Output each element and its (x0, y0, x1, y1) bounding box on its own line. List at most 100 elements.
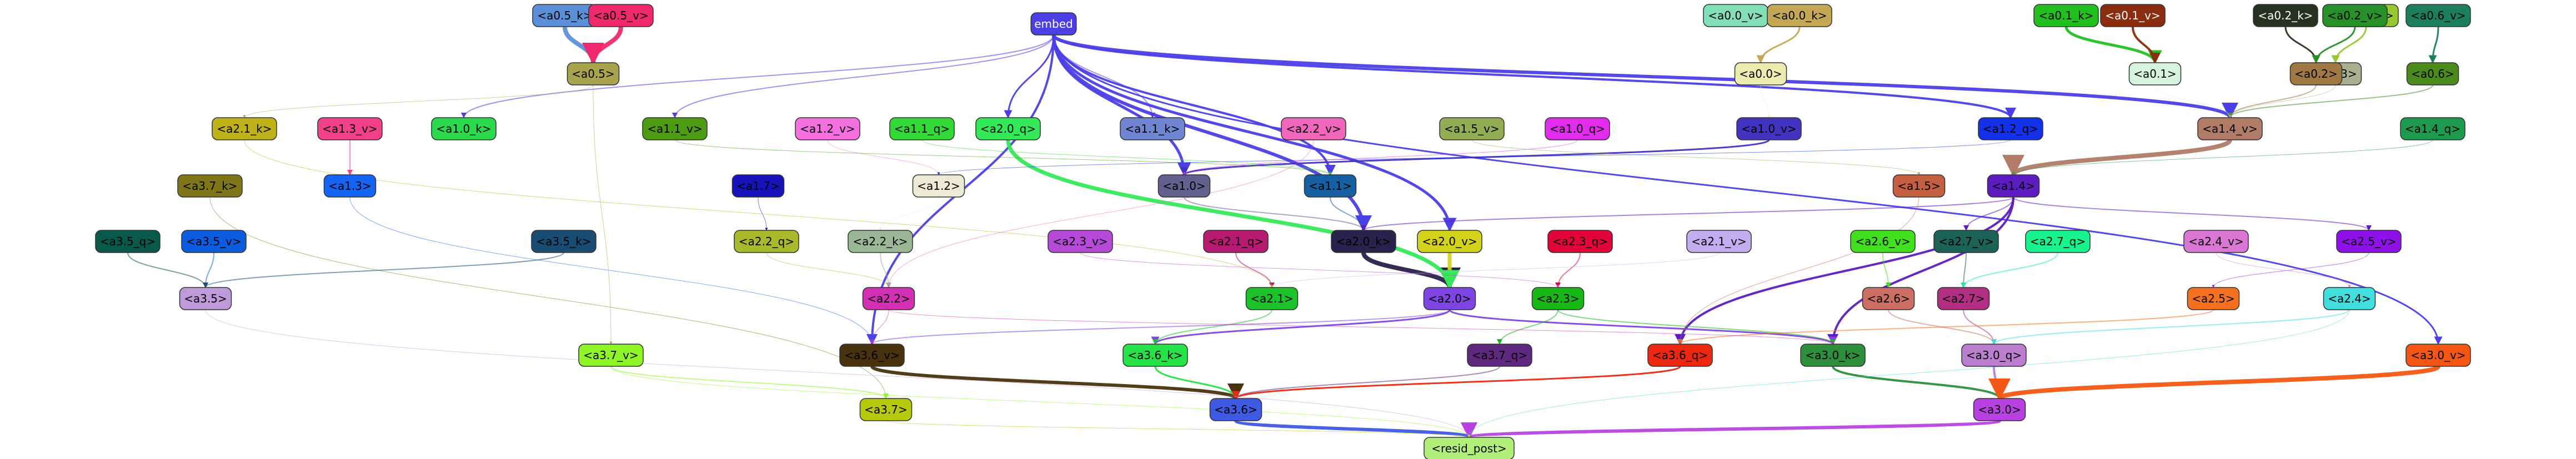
node-label: <a0.0_v> (1708, 9, 1763, 22)
node-a2-4[interactable]: <a2.4> (2323, 287, 2376, 310)
node-a2-6-v[interactable]: <a2.6_v> (1850, 230, 1916, 253)
node-a3-7-v[interactable]: <a3.7_v> (578, 344, 644, 367)
node-a0-2[interactable]: <a0.2> (2289, 62, 2343, 85)
node-a2-1-q[interactable]: <a2.1_q> (1203, 230, 1269, 253)
node-label: <a2.0_k> (1336, 235, 1391, 248)
node-a1-2-q[interactable]: <a1.2_q> (1978, 117, 2043, 140)
node-a0-0[interactable]: <a0.0> (1734, 62, 1787, 85)
node-a2-0-q[interactable]: <a2.0_q> (975, 117, 1041, 140)
node-a1-4-q[interactable]: <a1.4_q> (2400, 117, 2465, 140)
node-box (1767, 4, 1832, 27)
node-a2-1-k[interactable]: <a2.1_k> (212, 117, 277, 140)
edge-embed-to-a2_0_q (1004, 34, 1055, 119)
node-a0-1-k[interactable]: <a0.1_k> (2033, 4, 2099, 27)
edge-a2_6_v-to-a2_6 (1882, 252, 1891, 288)
node-a3-0-k[interactable]: <a3.0_k> (1800, 344, 1866, 367)
node-a2-3-q[interactable]: <a2.3_q> (1547, 230, 1613, 253)
node-a0-5-v[interactable]: <a0.5_v> (588, 4, 654, 27)
node-a1-3[interactable]: <a1.3> (323, 174, 377, 198)
node-label: <a1.3> (328, 179, 372, 193)
node-a3-7[interactable]: <a3.7> (859, 398, 913, 421)
node-a2-2-v[interactable]: <a2.2_v> (1281, 117, 1346, 140)
node-a1-1[interactable]: <a1.1> (1304, 174, 1357, 198)
node-a2-1[interactable]: <a2.1> (1245, 287, 1299, 310)
edge-a0_1_v-to-a0_1 (2132, 26, 2161, 64)
node-a0-0-k[interactable]: <a0.0_k> (1767, 4, 1832, 27)
node-a1-0-v[interactable]: <a1.0_v> (1736, 117, 1802, 140)
node-label: <a1.0_q> (1550, 122, 1605, 135)
node-a1-0-k[interactable]: <a1.0_k> (431, 117, 497, 140)
edge-a3_0_k-to-a3_0 (1832, 366, 2005, 400)
node-a3-7-k[interactable]: <a3.7_k> (177, 174, 243, 198)
node-a2-3-v[interactable]: <a2.3_v> (1048, 230, 1113, 253)
node-a2-7-v[interactable]: <a2.7_v> (1933, 230, 1999, 253)
node-a0-2-k[interactable]: <a0.2_k> (2253, 4, 2318, 27)
node-a1-1-v[interactable]: <a1.1_v> (642, 117, 708, 140)
node-a2-3[interactable]: <a2.3> (1531, 287, 1585, 310)
node-a2-0[interactable]: <a2.0> (1423, 287, 1476, 310)
edge-embed-to-a3_0_v (1053, 34, 2443, 345)
node-a1-4-v[interactable]: <a1.4_v> (2197, 117, 2263, 140)
node-a3-5-k[interactable]: <a3.5_k> (531, 230, 597, 253)
edge-a1_3-to-a3_6_v (349, 196, 874, 345)
node-box (431, 117, 497, 140)
node-a2-2[interactable]: <a2.2> (862, 287, 915, 310)
node-a1-0[interactable]: <a1.0> (1157, 174, 1211, 198)
node-box (2253, 4, 2318, 27)
node-a2-7[interactable]: <a2.7> (1937, 287, 1990, 310)
node-box (1961, 344, 2027, 367)
node-a3-5[interactable]: <a3.5> (179, 287, 232, 310)
node-a2-7-q[interactable]: <a2.7_q> (2025, 230, 2091, 253)
node-a2-4-v[interactable]: <a2.4_v> (2183, 230, 2249, 253)
node-a3-5-v[interactable]: <a3.5_v> (181, 230, 247, 253)
node-a2-6[interactable]: <a2.6> (1862, 287, 1915, 310)
node-box (1030, 12, 1077, 36)
node-a0-6[interactable]: <a0.6> (2406, 62, 2459, 85)
node-a1-0-q[interactable]: <a1.0_q> (1545, 117, 1610, 140)
node-a0-2-v[interactable]: <a0.2_v> (2322, 4, 2388, 27)
node-a3-0-v[interactable]: <a3.0_v> (2405, 344, 2471, 367)
node-a1-3-v[interactable]: <a1.3_v> (317, 117, 383, 140)
node-a0-5[interactable]: <a0.5> (567, 62, 620, 85)
node-a2-2-k[interactable]: <a2.2_k> (848, 230, 913, 253)
node-label: <a3.5_v> (186, 235, 241, 248)
node-a3-6-v[interactable]: <a3.6_v> (839, 344, 905, 367)
node-a0-1-v[interactable]: <a0.1_v> (2100, 4, 2166, 27)
node-a1-7[interactable]: <a1.7> (731, 174, 785, 198)
node-a1-2-v[interactable]: <a1.2_v> (795, 117, 860, 140)
node-box (2183, 230, 2249, 253)
node-a2-1-v[interactable]: <a2.1_v> (1686, 230, 1752, 253)
node-a3-0-q[interactable]: <a3.0_q> (1961, 344, 2027, 367)
edge-a3_5_k-to-a3_5 (203, 252, 564, 288)
node-a3-5-q[interactable]: <a3.5_q> (95, 230, 161, 253)
node-a3-6[interactable]: <a3.6> (1209, 398, 1262, 421)
node-a1-1-q[interactable]: <a1.1_q> (889, 117, 955, 140)
edge-a2_1_k-to-a2_1 (244, 139, 1274, 288)
node-a0-6-v[interactable]: <a0.6_v> (2405, 4, 2471, 27)
edge-a2_2-to-a3_6_v (870, 309, 889, 345)
node-a0-5-k[interactable]: <a0.5_k> (532, 4, 598, 27)
node-a2-0-k[interactable]: <a2.0_k> (1331, 230, 1396, 253)
node-a1-5[interactable]: <a1.5> (1892, 174, 1946, 198)
node-a3-7-q[interactable]: <a3.7_q> (1467, 344, 1532, 367)
node-a2-5[interactable]: <a2.5> (2187, 287, 2240, 310)
node-a0-0-v[interactable]: <a0.0_v> (1703, 4, 1768, 27)
node-a1-4[interactable]: <a1.4> (1987, 174, 2040, 198)
node-a1-5-v[interactable]: <a1.5_v> (1439, 117, 1505, 140)
node-embed[interactable]: embed (1030, 12, 1077, 36)
edge-a3_6-to-resid_post (1234, 419, 1477, 439)
node-a2-2-q[interactable]: <a2.2_q> (734, 230, 799, 253)
node-a0-1[interactable]: <a0.1> (2128, 62, 2182, 85)
node-label: <a1.2_v> (800, 122, 855, 135)
node-box (567, 62, 620, 85)
node-label: <a0.2_v> (2327, 9, 2382, 22)
node-a1-2[interactable]: <a1.2> (912, 174, 965, 198)
node-a2-5-v[interactable]: <a2.5_v> (2336, 230, 2402, 253)
node-resid-post[interactable]: <resid_post> (1424, 437, 1515, 459)
node-label: <a0.5> (572, 67, 615, 80)
node-a3-6-q[interactable]: <a3.6_q> (1647, 344, 1713, 367)
node-a3-0[interactable]: <a3.0> (1973, 398, 2026, 421)
node-a1-1-k[interactable]: <a1.1_k> (1120, 117, 1185, 140)
node-a2-0-v[interactable]: <a2.0_v> (1417, 230, 1482, 253)
node-a3-6-k[interactable]: <a3.6_k> (1122, 344, 1188, 367)
